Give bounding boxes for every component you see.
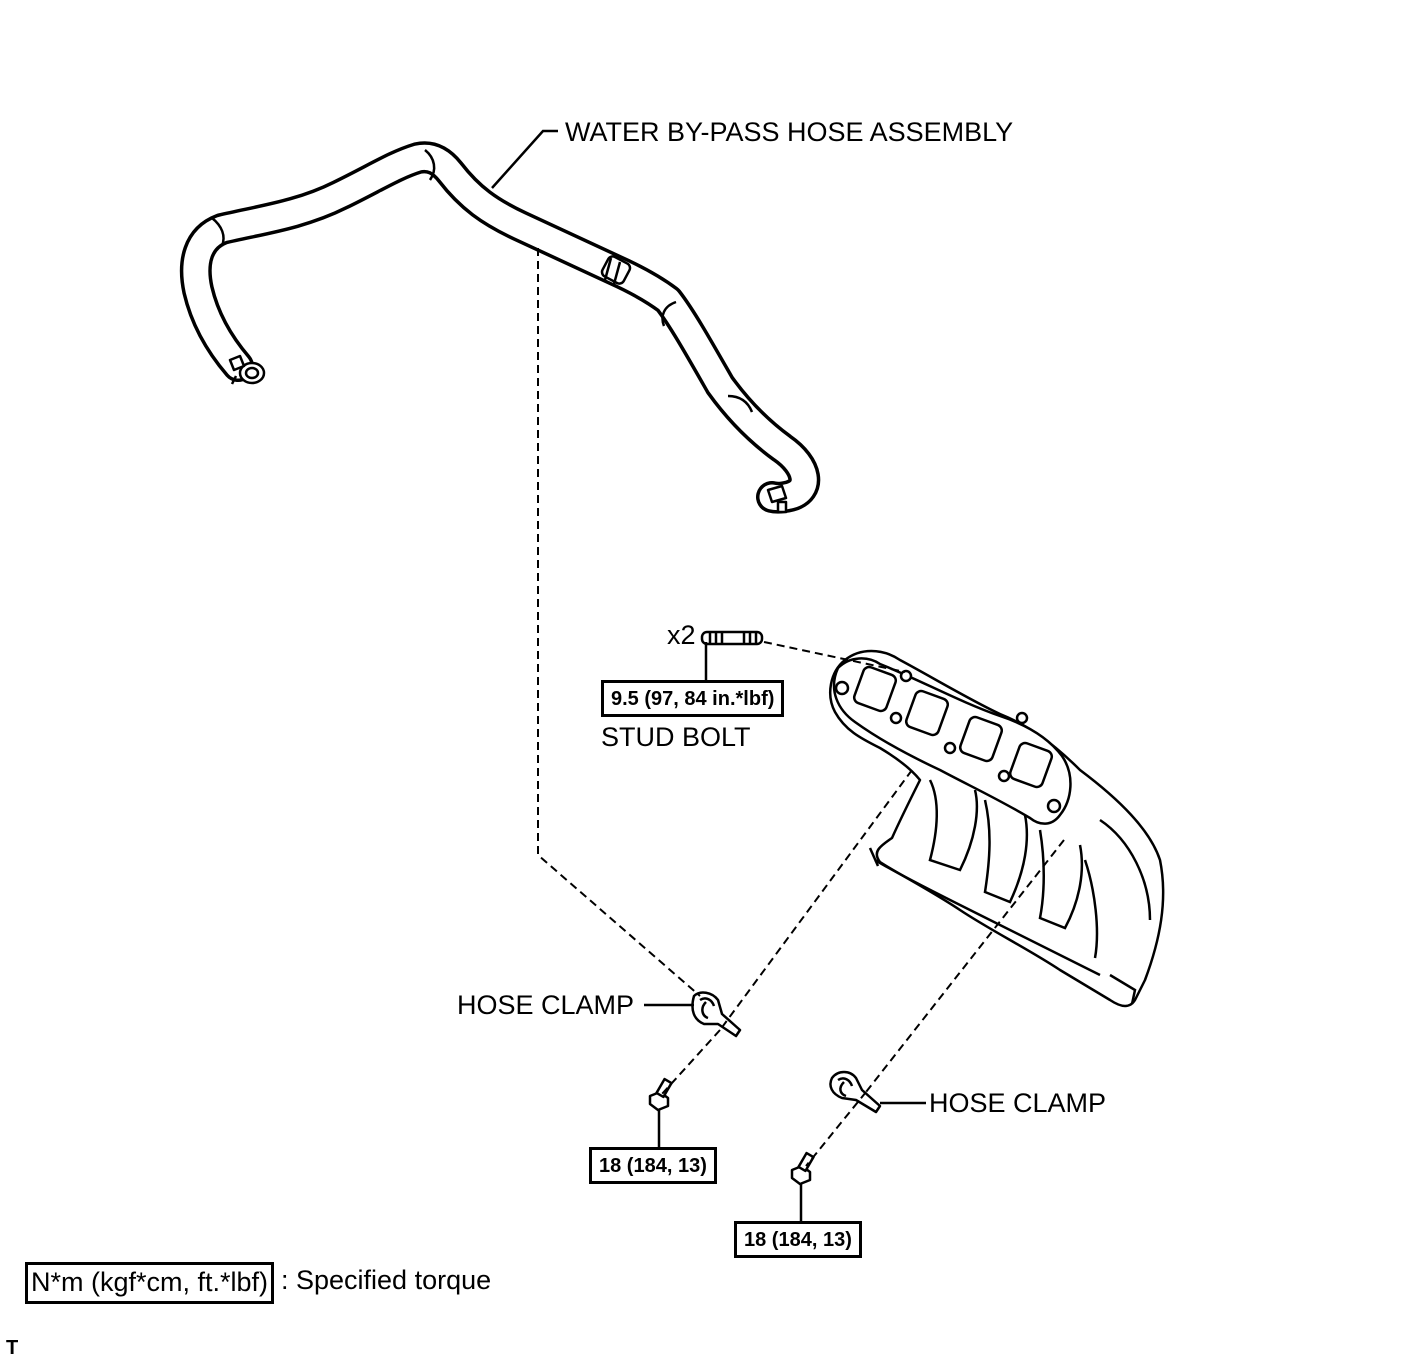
alignment-dashed-lines <box>537 248 1065 1167</box>
hose-clamp-right-part <box>829 1070 882 1114</box>
clamp-bolt-left-part <box>648 1077 673 1112</box>
leader-lines <box>491 129 926 1222</box>
stud-bolt-torque-spec: 9.5 (97, 84 in.*lbf) <box>601 680 785 717</box>
hose-clamp-right-label: HOSE CLAMP <box>929 1088 1107 1118</box>
clamp-bolt-right-part <box>790 1151 815 1186</box>
manifold-heat-insulator <box>829 649 1165 1008</box>
stud-bolt-label: STUD BOLT <box>601 722 751 752</box>
hose-clamp-left-label: HOSE CLAMP <box>457 990 635 1020</box>
clamp-bolt-right-torque-spec: 18 (184, 13) <box>734 1221 862 1258</box>
clamp-bolt-left-torque-spec: 18 (184, 13) <box>589 1147 717 1184</box>
legend-meaning: : Specified torque <box>281 1265 492 1295</box>
corner-mark: T <box>6 1337 19 1359</box>
water-bypass-hose-label: WATER BY-PASS HOSE ASSEMBLY <box>565 117 1014 147</box>
hose-clamp-left-part <box>691 991 742 1038</box>
legend-units-box: N*m (kgf*cm, ft.*lbf) <box>25 1262 275 1304</box>
stud-bolt-part <box>700 630 764 646</box>
water-bypass-hose-assembly <box>179 141 821 514</box>
stud-quantity-label: x2 <box>667 620 696 650</box>
